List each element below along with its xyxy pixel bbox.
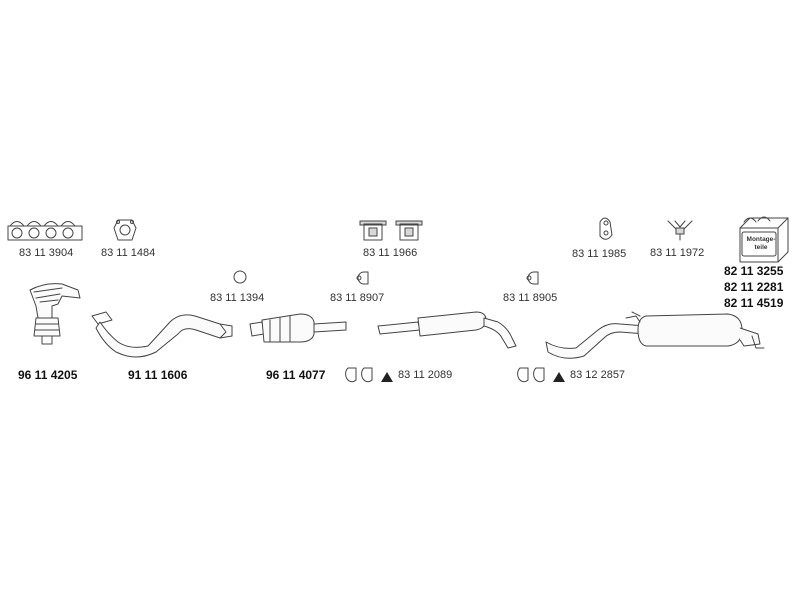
- mounting-kit-box-icon: [739, 216, 789, 263]
- manifold-gasket-icon: [7, 221, 83, 241]
- part-number: 82 11 2281: [724, 280, 784, 294]
- y-bracket-icon: [667, 220, 693, 241]
- front-pipe-icon: [91, 311, 233, 358]
- part-number: 83 11 1966: [363, 247, 418, 259]
- part-number: 83 11 8907: [330, 292, 385, 304]
- flange-gasket-icon: [113, 219, 137, 241]
- part-number: 83 12 2857: [570, 369, 626, 381]
- part-number: 83 11 1985: [572, 248, 627, 260]
- rear-silencer-icon: [545, 311, 765, 359]
- mounting-box-label: Montage-teile: [746, 236, 776, 251]
- part-number: 91 11 1606: [128, 368, 188, 382]
- clamp-icon: [526, 271, 539, 285]
- part-number: 83 11 1972: [650, 247, 705, 259]
- ring-gasket-icon: [233, 270, 247, 284]
- middle-silencer-icon: [377, 311, 517, 349]
- hanger-icon: [599, 217, 613, 240]
- manifold-catalyst-icon: [29, 283, 81, 345]
- part-number: 83 11 2089: [398, 369, 453, 381]
- part-number: 82 11 3255: [724, 264, 784, 278]
- rubber-hanger-icon: [359, 220, 387, 241]
- clamp-set-icon: [345, 367, 393, 383]
- part-number: 82 11 4519: [724, 296, 784, 310]
- part-number: 83 11 8905: [503, 292, 558, 304]
- clamp-icon: [356, 271, 369, 285]
- rubber-hanger-icon: [395, 220, 423, 241]
- part-number: 96 11 4205: [18, 368, 78, 382]
- clamp-set-icon: [517, 367, 565, 383]
- part-number: 83 11 1394: [210, 292, 265, 304]
- part-number: 83 11 3904: [19, 247, 74, 259]
- part-number: 96 11 4077: [266, 368, 326, 382]
- catalyst-icon: [249, 313, 347, 343]
- part-number: 83 11 1484: [101, 247, 156, 259]
